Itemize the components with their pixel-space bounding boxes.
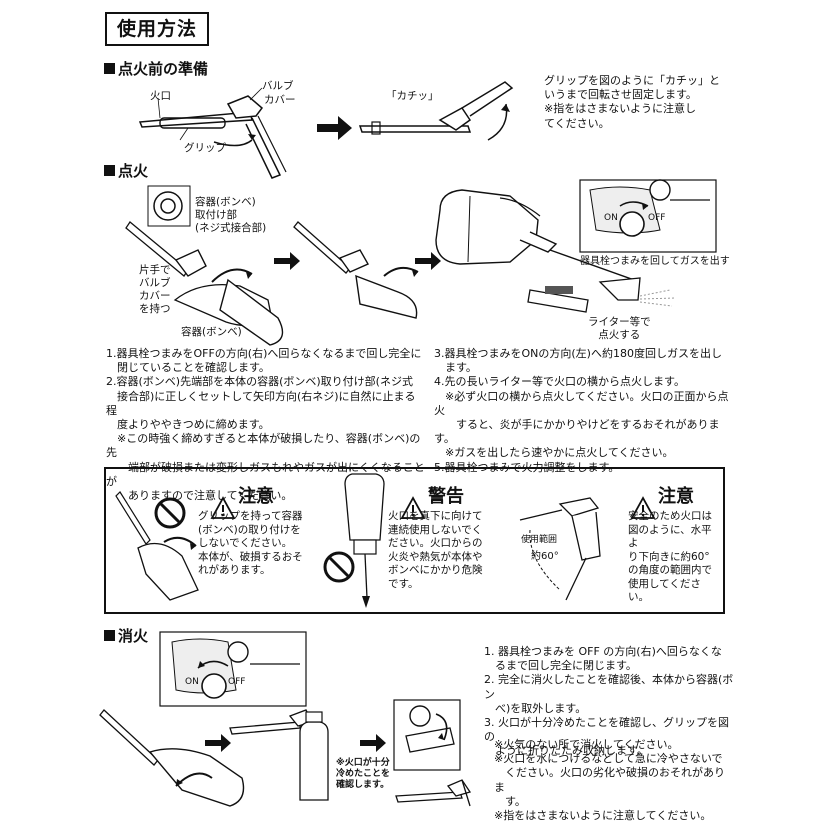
warning-title: 警告: [428, 486, 464, 507]
warning-line: ボンベにかかり危険: [388, 564, 483, 576]
ext-label-on: ON: [185, 677, 199, 687]
caution1-line: しないでください。: [198, 537, 293, 549]
step-line: ※必ず火口の横から点火してください。火口の正面から点火: [434, 389, 729, 417]
step-line: ※この時強く締めすぎると本体が破損したり、容器(ボンベ)の先: [106, 432, 421, 460]
caution1-line: グリップを持って容器: [198, 510, 303, 522]
step-line: 度よりややきつめに締めます。: [106, 418, 270, 432]
label-hold-line: 片手で: [139, 264, 171, 276]
caution1-text: グリップを持って容器 (ボンベ)の取り付けを しないでください。 本体が、破損す…: [198, 510, 318, 578]
ext-note-line: ※火口を水につけるなどして急に冷やさないで: [494, 752, 723, 766]
label-hold-line: バルブ: [139, 277, 171, 289]
ignite-steps-left: 1.器具栓つまみをOFFの方向(右)へ回らなくなるまで回し完全に 閉じていること…: [106, 347, 426, 503]
ext-note-line: ※火気のない所で消火してください。: [494, 738, 679, 751]
ext-step-line: 2. 完全に消火したことを確認後、本体から容器(ボン: [484, 673, 734, 701]
step-line: ます。: [434, 361, 477, 375]
warning-line: 火炎や熱気が本体や: [388, 550, 483, 563]
ext-note-line: す。: [494, 794, 526, 808]
ext-step-line: 3. 火口が十分冷めたことを確認し、グリップを図の: [484, 716, 729, 744]
range-label: 使用範囲: [521, 535, 558, 545]
warning-line: です。: [388, 577, 419, 590]
step-line: 2.容器(ボンベ)先端部を本体の容器(ボンベ)取り付け部(ネジ式: [106, 375, 413, 389]
label-valve-cover-2: カバー: [264, 94, 296, 106]
page-title: 使用方法: [105, 12, 209, 46]
caution2-line: 使用してください。: [628, 577, 701, 604]
prep-note: グリップを図のように「カチッ」と いうまで回転させ固定します。 ※指をはさまない…: [544, 74, 724, 131]
warning-line: 連続使用しないでく: [388, 523, 483, 536]
ext-step-line: ように折りたたみ収納します。: [484, 744, 648, 758]
extinguish-notes: ※火気のない所で消火してください。 ※火口を水につけるなどして急に冷やさないで …: [494, 738, 734, 823]
ext-cool-note: ※火口が十分 冷めたことを 確認します。: [336, 758, 390, 791]
ext-note-line: ※指をはさまないように注意してください。: [494, 809, 712, 823]
label-on: ON: [604, 213, 618, 223]
step-line: すると、炎が手にかかりやけどをするおそれがあります。: [434, 418, 720, 446]
label-click: 「カチッ」: [386, 90, 439, 102]
prep-note-line: いうまで回転させ固定します。: [544, 88, 697, 102]
label-valve-cover-1: バルブ: [262, 80, 294, 92]
caution2-line: り下向きに約60°: [628, 550, 710, 563]
prep-note-line: てください。: [544, 116, 610, 130]
label-knob: 器具栓つまみを回してガスを出す: [580, 256, 730, 267]
ext-cool-note-line: 確認します。: [336, 780, 390, 790]
step-line: 閉じていることを確認します。: [106, 361, 270, 375]
prep-note-line: グリップを図のように「カチッ」と: [544, 74, 720, 87]
angle-label: 約60°: [531, 551, 559, 562]
prep-heading-text: 点火前の準備: [118, 60, 209, 78]
label-mount: 容器(ボンベ) 取付け部 (ネジ式接合部): [195, 196, 266, 235]
caution-box: [104, 467, 725, 614]
ext-step-line: るまで回し完全に閉じます。: [484, 659, 637, 673]
warning-text: 火口を真下に向けて 連続使用しないでく ださい。火口からの 火炎や熱気が本体や …: [388, 510, 498, 591]
label-mount-line: (ネジ式接合部): [195, 222, 267, 234]
label-grip: グリップ: [184, 142, 226, 154]
label-lighter-line: ライター等で: [588, 316, 651, 328]
ext-label-off: OFF: [228, 677, 246, 687]
warning-line: 火口を真下に向けて: [388, 510, 483, 522]
section-heading-extinguish: 消火: [104, 625, 148, 646]
prep-note-line: ※指をはさまないように注意し: [544, 102, 696, 116]
label-mount-line: 取付け部: [195, 209, 237, 221]
label-hold-line: カバー: [139, 290, 171, 302]
caution2-line: 安全のため火口は: [628, 510, 712, 522]
ext-cool-note-line: 冷めたことを: [336, 769, 391, 779]
extinguish-heading-text: 消火: [118, 627, 149, 645]
label-hold-line: を持つ: [139, 303, 171, 315]
caution1-line: 本体が、破損するおそ: [198, 550, 303, 563]
label-mount-line: 容器(ボンベ): [195, 196, 256, 208]
label-lighter: ライター等で 点火する: [588, 316, 651, 342]
caution2-line: の角度の範囲内で: [628, 564, 712, 576]
ext-step-line: 1. 器具栓つまみを OFF の方向(右)へ回らなくな: [484, 645, 722, 658]
section-heading-ignite: 点火: [104, 160, 148, 181]
caution2-line: 図のように、水平よ: [628, 523, 712, 550]
extinguish-steps: 1. 器具栓つまみを OFF の方向(右)へ回らなくな るまで回し完全に閉じます…: [484, 645, 734, 759]
label-nozzle: 火口: [150, 90, 171, 102]
caution1-title: 注意: [238, 486, 274, 507]
step-line: 3.器具栓つまみをONの方向(左)へ約180度回しガスを出し: [434, 347, 722, 360]
ext-step-line: べ)を取外します。: [484, 701, 587, 715]
ext-cool-note-line: ※火口が十分: [336, 758, 390, 768]
step-line: 接合部)に正しくセットして矢印方向(右ネジ)に自然に止まる程: [106, 389, 416, 417]
caution1-line: れがあります。: [198, 564, 271, 576]
ignite-heading-text: 点火: [118, 162, 149, 180]
warning-line: ださい。火口からの: [388, 537, 483, 549]
label-lighter-line: 点火する: [598, 329, 641, 341]
step-line: ※ガスを出したら速やかに点火してください。: [434, 446, 674, 460]
step-line: 4.先の長いライター等で火口の横から点火します。: [434, 375, 685, 389]
label-off: OFF: [648, 213, 666, 223]
label-can: 容器(ボンベ): [181, 326, 242, 338]
caution2-text: 安全のため火口は 図のように、水平よ り下向きに約60° の角度の範囲内で 使用…: [628, 510, 720, 605]
caution2-title: 注意: [658, 486, 694, 507]
label-hold: 片手で バルブ カバー を持つ: [139, 264, 171, 316]
caution1-line: (ボンベ)の取り付けを: [198, 523, 301, 536]
step-line: 1.器具栓つまみをOFFの方向(右)へ回らなくなるまで回し完全に: [106, 347, 422, 360]
ext-note-line: ください。火口の劣化や破損のおそれがありま: [494, 766, 725, 794]
section-heading-prep: 点火前の準備: [104, 58, 208, 79]
